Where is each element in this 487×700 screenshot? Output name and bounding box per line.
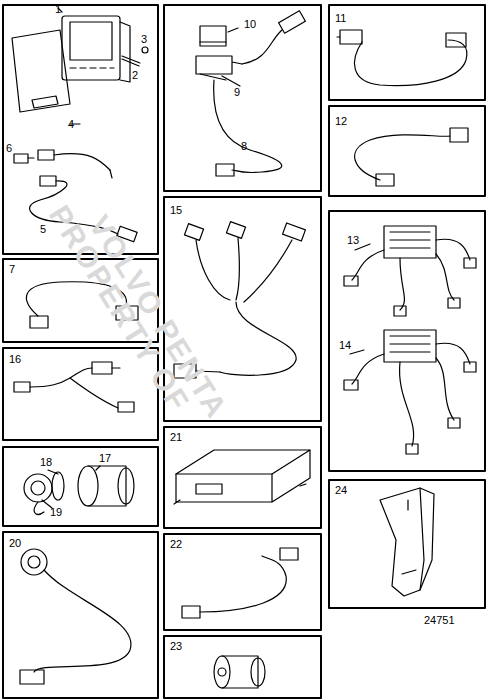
callout-number: 8: [241, 140, 247, 152]
callout-number: 13: [347, 234, 359, 246]
callout-number: 21: [170, 431, 182, 443]
callout-number: 17: [99, 452, 111, 464]
callout-number: 16: [9, 353, 21, 365]
callout-number: 4: [68, 118, 74, 130]
callout-number: 5: [40, 223, 46, 235]
callout-number: 24: [335, 484, 347, 496]
callout-number: 23: [170, 640, 182, 652]
callout-number: 12: [335, 115, 347, 127]
drawing-number: 24751: [424, 614, 455, 626]
callout-number: 9: [234, 86, 240, 98]
callout-number: 6: [6, 142, 12, 154]
callout-number: 3: [141, 33, 147, 45]
callout-number: 22: [170, 538, 182, 550]
callout-number: 18: [40, 456, 52, 468]
callout-number: 19: [50, 506, 62, 518]
callout-number: 2: [132, 69, 138, 81]
callout-number: 15: [170, 204, 182, 216]
callout-number: 7: [9, 263, 15, 275]
callout-number: 20: [9, 537, 21, 549]
callout-number: 14: [339, 339, 351, 351]
callout-number: 11: [335, 12, 346, 24]
callout-number: 10: [244, 18, 256, 30]
callout-number: 1: [55, 3, 61, 15]
